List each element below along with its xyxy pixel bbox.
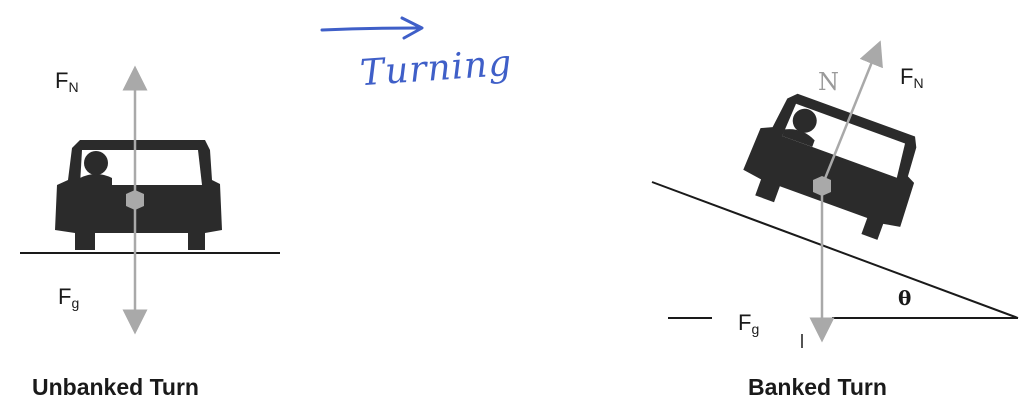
label-theta: θ: [898, 286, 912, 310]
label-n-right: N: [818, 68, 839, 96]
turning-arrow: [320, 26, 420, 32]
label-fg-left: Fg: [58, 284, 80, 311]
turning-arrowhead: [400, 16, 424, 40]
center-of-mass-right: [813, 176, 831, 196]
caption-unbanked-turn: Unbanked Turn: [32, 374, 199, 400]
right-car-icon: [743, 93, 917, 240]
center-of-mass-left: [126, 190, 144, 210]
caption-banked-turn: Banked Turn: [748, 374, 887, 400]
label-fg-right: Fg: [738, 310, 760, 337]
label-fn-right: FN: [900, 64, 924, 91]
incline-line: [651, 181, 1019, 319]
label-fn-left: FN: [55, 68, 79, 95]
fn-arrow-right: [820, 40, 883, 187]
